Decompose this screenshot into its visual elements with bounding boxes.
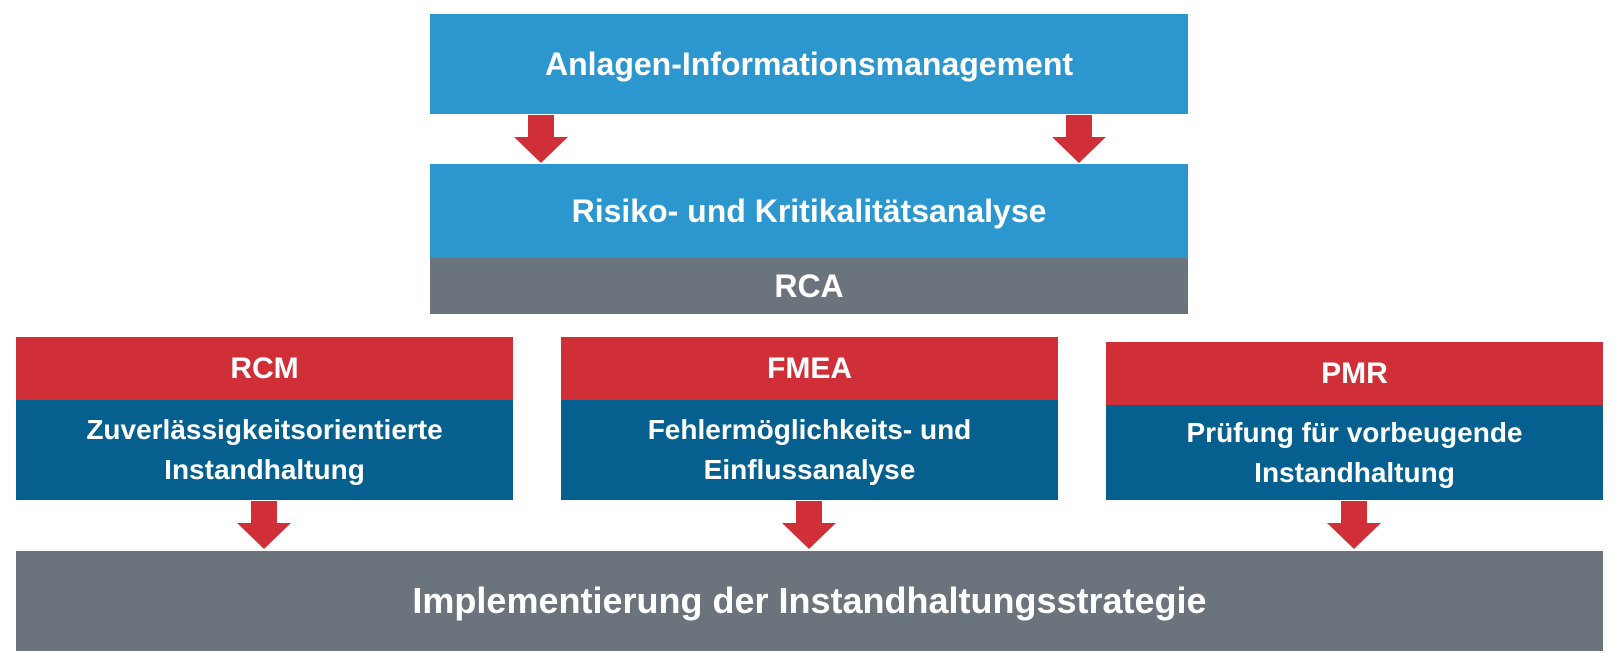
fmea-line1: Fehlermöglichkeits- und [647, 414, 972, 445]
implementation-box: Implementierung der Instandhaltungsstrat… [16, 551, 1603, 651]
fmea-line2: Einflussanalyse [703, 454, 916, 485]
arrow-down-icon [1327, 501, 1381, 549]
rcm-abbr: RCM [230, 351, 299, 385]
rca-label: RCA [774, 267, 844, 304]
arrow-down-icon [237, 501, 291, 549]
pmr-line2: Instandhaltung [1254, 456, 1455, 488]
fmea-abbr: FMEA [767, 351, 852, 385]
rcm-line1: Zuverlässigkeitsorientierte [86, 414, 443, 445]
pmr-line1: Prüfung für vorbeugende [1186, 416, 1523, 448]
rcm-description-box: Zuverlässigkeitsorientierte Instandhaltu… [16, 400, 513, 500]
arrow-down-icon [514, 115, 568, 163]
fmea-header: FMEA [561, 337, 1058, 400]
rca-box: RCA [430, 258, 1188, 314]
asset-information-box: Anlagen-Informationsmanagement [430, 14, 1188, 114]
fmea-description-box: Fehlermöglichkeits- und Einflussanalyse [561, 400, 1058, 500]
pmr-abbr: PMR [1321, 356, 1388, 390]
risk-criticality-box: Risiko- und Kritikalitätsanalyse [430, 164, 1188, 258]
pmr-header: PMR [1106, 342, 1603, 405]
asset-information-label: Anlagen-Informationsmanagement [544, 45, 1074, 82]
risk-criticality-label: Risiko- und Kritikalitätsanalyse [571, 192, 1047, 229]
rcm-line2: Instandhaltung [164, 454, 365, 485]
rcm-header: RCM [16, 337, 513, 400]
arrow-down-icon [782, 501, 836, 549]
implementation-label: Implementierung der Instandhaltungsstrat… [412, 580, 1207, 621]
pmr-description-box: Prüfung für vorbeugende Instandhaltung [1106, 405, 1603, 500]
arrow-down-icon [1052, 115, 1106, 163]
